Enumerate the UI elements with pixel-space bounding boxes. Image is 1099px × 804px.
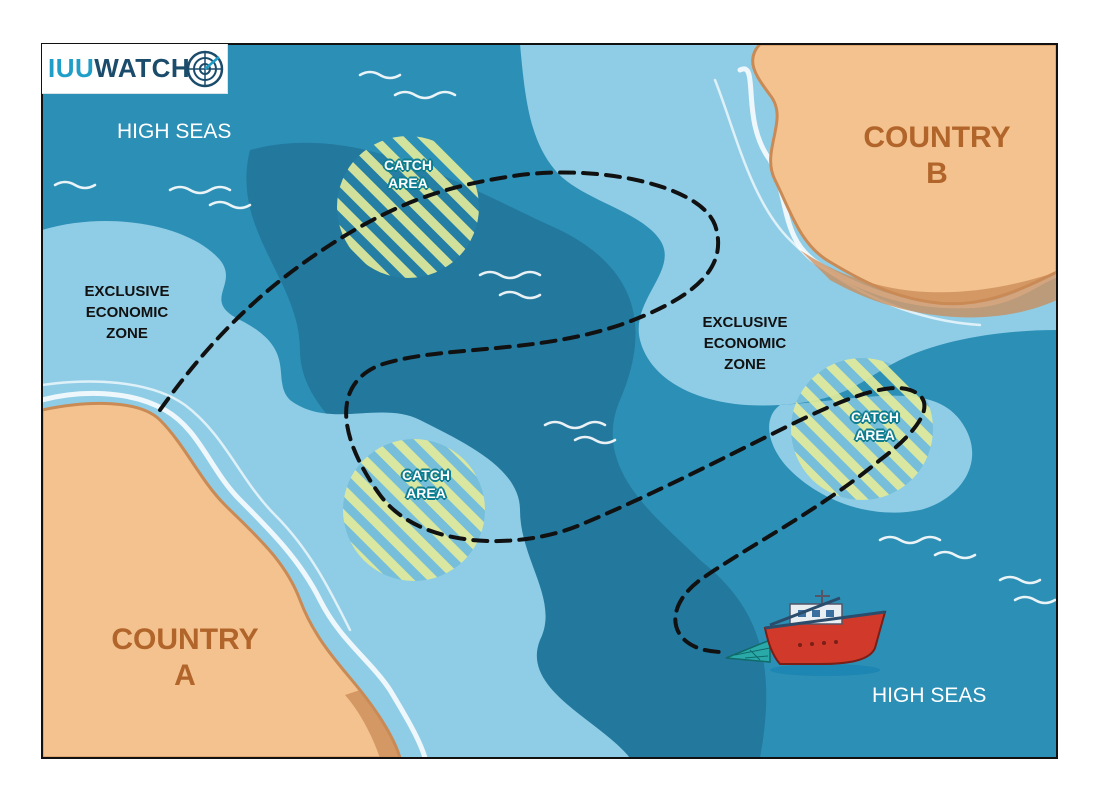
iuuwatch-logo: IUUWATCH	[42, 44, 228, 94]
country-b-label: COUNTRY B	[852, 120, 1022, 192]
eez-right-line-1: EXCLUSIVE	[702, 314, 788, 331]
catch-middle-line-1: CATCH	[402, 467, 450, 483]
high-seas-label-bottom: HIGH SEAS	[872, 684, 987, 707]
wave-icon	[53, 70, 1057, 605]
country-a-line-1: COUNTRY	[111, 623, 259, 656]
country-a-label: COUNTRY A	[100, 622, 270, 694]
high-seas-label-top: HIGH SEAS	[117, 120, 232, 143]
catch-top-line-1: CATCH	[384, 157, 432, 173]
eez-right-line-3: ZONE	[724, 356, 766, 373]
catch-area-right-zone	[791, 358, 933, 500]
catch-area-right-label: CATCH AREA	[825, 408, 925, 444]
eez-left-line-1: EXCLUSIVE	[84, 283, 170, 300]
country-b-line-2: B	[926, 157, 948, 190]
deep-channel	[246, 142, 767, 758]
catch-area-top-zone	[337, 136, 479, 278]
logo-watch-text: WATCH	[94, 53, 191, 83]
fishing-boat-icon	[763, 590, 887, 676]
eez-label-right: EXCLUSIVE ECONOMIC ZONE	[680, 312, 810, 375]
catch-area-top-label: CATCH AREA	[358, 156, 458, 192]
catch-right-line-2: AREA	[855, 427, 895, 443]
eez-label-left: EXCLUSIVE ECONOMIC ZONE	[62, 281, 192, 344]
map-frame	[41, 43, 1058, 759]
fishing-net-icon	[725, 638, 771, 663]
country-b-line-1: COUNTRY	[863, 121, 1011, 154]
catch-top-line-2: AREA	[388, 175, 428, 191]
catch-middle-line-2: AREA	[406, 485, 446, 501]
catch-area-middle-label: CATCH AREA	[376, 466, 476, 502]
logo-iuu-text: IUU	[48, 53, 95, 83]
catch-right-line-1: CATCH	[851, 409, 899, 425]
country-a-line-2: A	[174, 659, 196, 692]
eez-right-line-2: ECONOMIC	[703, 335, 787, 352]
catch-area-middle-zone	[343, 439, 485, 581]
eez-left-line-2: ECONOMIC	[85, 304, 169, 321]
foam-country-a	[42, 390, 428, 758]
logo-wordmark: IUUWATCH	[48, 53, 190, 83]
radar-icon	[186, 50, 224, 88]
eez-left-line-3: ZONE	[106, 325, 148, 342]
vessel-route	[158, 170, 927, 654]
